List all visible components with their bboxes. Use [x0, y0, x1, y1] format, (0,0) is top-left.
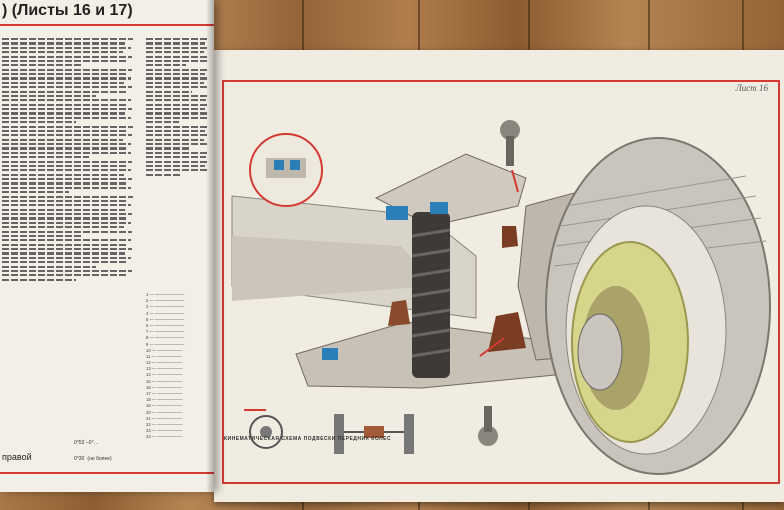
left-page: ) (Листы 16 и 17) [0, 0, 214, 492]
sheet-label: Лист 16 [735, 83, 768, 93]
page-title: ) (Листы 16 и 17) [2, 2, 133, 19]
bottom-word: правой [2, 452, 32, 462]
spec-value: 0°30´ (не более) [74, 456, 112, 462]
text-column-right [146, 36, 212, 178]
footer-rule [0, 472, 214, 474]
book-gutter-shadow [206, 0, 214, 492]
suspension-illustration [231, 120, 771, 475]
text-column-left [2, 36, 136, 283]
page-border [222, 80, 780, 484]
illustration-caption: КИНЕМАТИЧЕСКАЯ СХЕМА ПОДВЕСКИ ПЕРЕДНИХ К… [224, 436, 392, 442]
parts-legend: 1 — ———————2 — ———————3 — ——————— 4 — ——… [146, 292, 185, 440]
header-rule [0, 24, 214, 26]
spec-value: 0°53´–0°… [74, 440, 99, 446]
right-page: Лист 16 [214, 50, 784, 502]
